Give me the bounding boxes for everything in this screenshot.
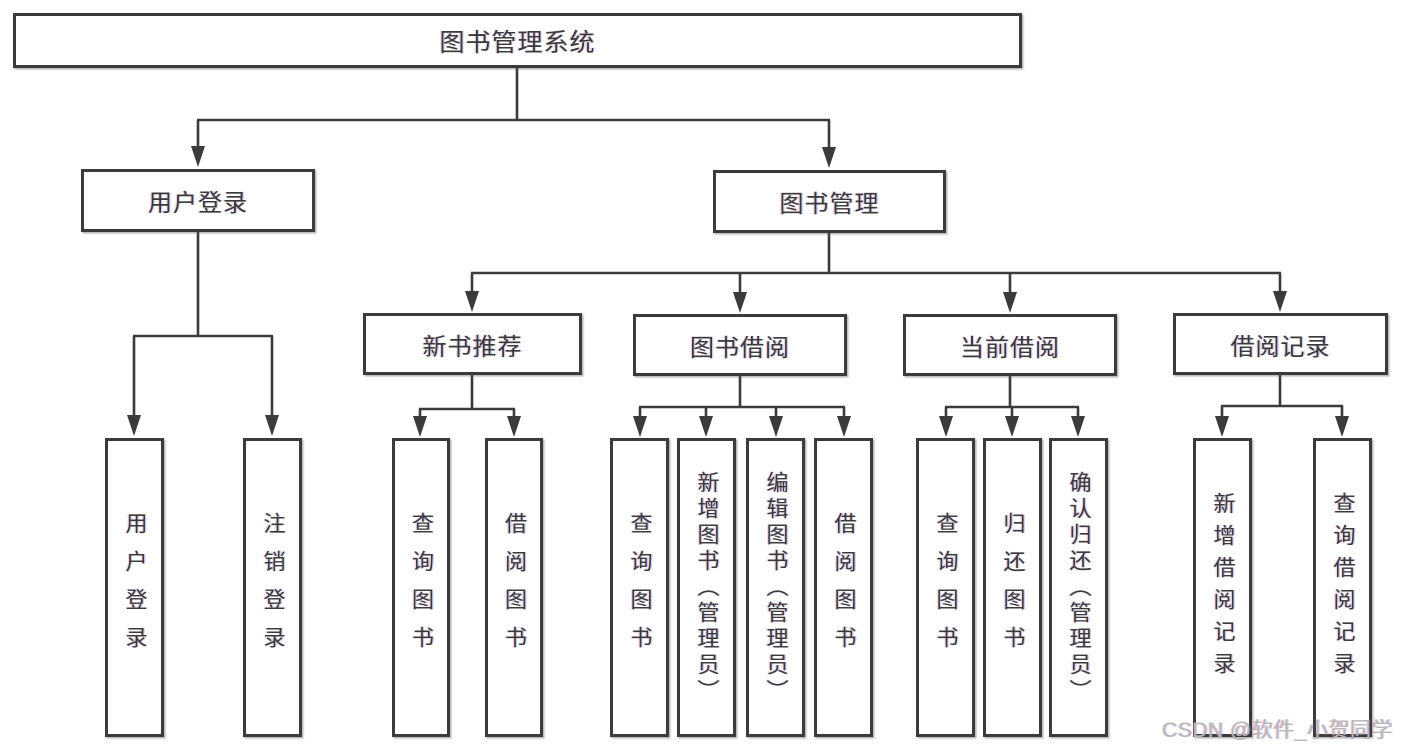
arrow-down-icon <box>822 147 836 168</box>
arrow-down-icon <box>699 416 713 437</box>
arrow-down-icon <box>1005 416 1019 437</box>
arrow-down-icon <box>1071 416 1085 437</box>
leaf-borrow-add-book-admin: 新增图书（管理员） <box>677 438 736 737</box>
arrow-down-icon <box>465 291 479 312</box>
arrow-down-icon <box>127 415 141 436</box>
arrow-down-icon <box>1335 416 1349 437</box>
arrow-down-icon <box>265 415 279 436</box>
leaf-recommend-query-book: 查询图书 <box>392 438 450 737</box>
arrow-down-icon <box>733 292 747 313</box>
arrow-down-icon <box>633 416 647 437</box>
arrowheads <box>127 146 1349 437</box>
arrow-down-icon <box>769 416 783 437</box>
arrow-down-icon <box>1215 416 1229 437</box>
connector-path <box>132 68 1344 421</box>
node-user-login: 用户登录 <box>81 169 315 232</box>
node-root: 图书管理系统 <box>13 13 1022 68</box>
arrow-down-icon <box>507 416 521 437</box>
arrow-down-icon <box>837 416 851 437</box>
leaf-records-add-record: 新增借阅记录 <box>1193 438 1252 737</box>
leaf-borrow-query-book: 查询图书 <box>610 438 669 737</box>
leaf-logout: 注销登录 <box>243 438 302 737</box>
leaf-current-query-book: 查询图书 <box>916 438 975 737</box>
leaf-user-login: 用户登录 <box>105 438 164 737</box>
arrow-down-icon <box>939 416 953 437</box>
arrow-down-icon <box>1003 292 1017 313</box>
node-current-borrow: 当前借阅 <box>903 314 1117 376</box>
arrow-down-icon <box>191 146 205 167</box>
node-book-borrow: 图书借阅 <box>633 314 847 376</box>
node-new-book-recommend: 新书推荐 <box>363 313 582 375</box>
node-borrow-records: 借阅记录 <box>1173 313 1388 375</box>
leaf-records-query-record: 查询借阅记录 <box>1313 438 1372 737</box>
watermark: CSDN @软件_小贺同学 <box>1162 719 1393 742</box>
leaf-current-confirm-return-admin: 确认归还（管理员） <box>1049 438 1108 737</box>
arrow-down-icon <box>1273 291 1287 312</box>
leaf-recommend-borrow-book: 借阅图书 <box>485 438 543 737</box>
leaf-borrow-edit-book-admin: 编辑图书（管理员） <box>746 438 805 737</box>
leaf-current-return-book: 归还图书 <box>983 438 1042 737</box>
leaf-borrow-borrow-book: 借阅图书 <box>814 438 873 737</box>
node-book-management: 图书管理 <box>713 170 946 233</box>
arrow-down-icon <box>413 416 427 437</box>
